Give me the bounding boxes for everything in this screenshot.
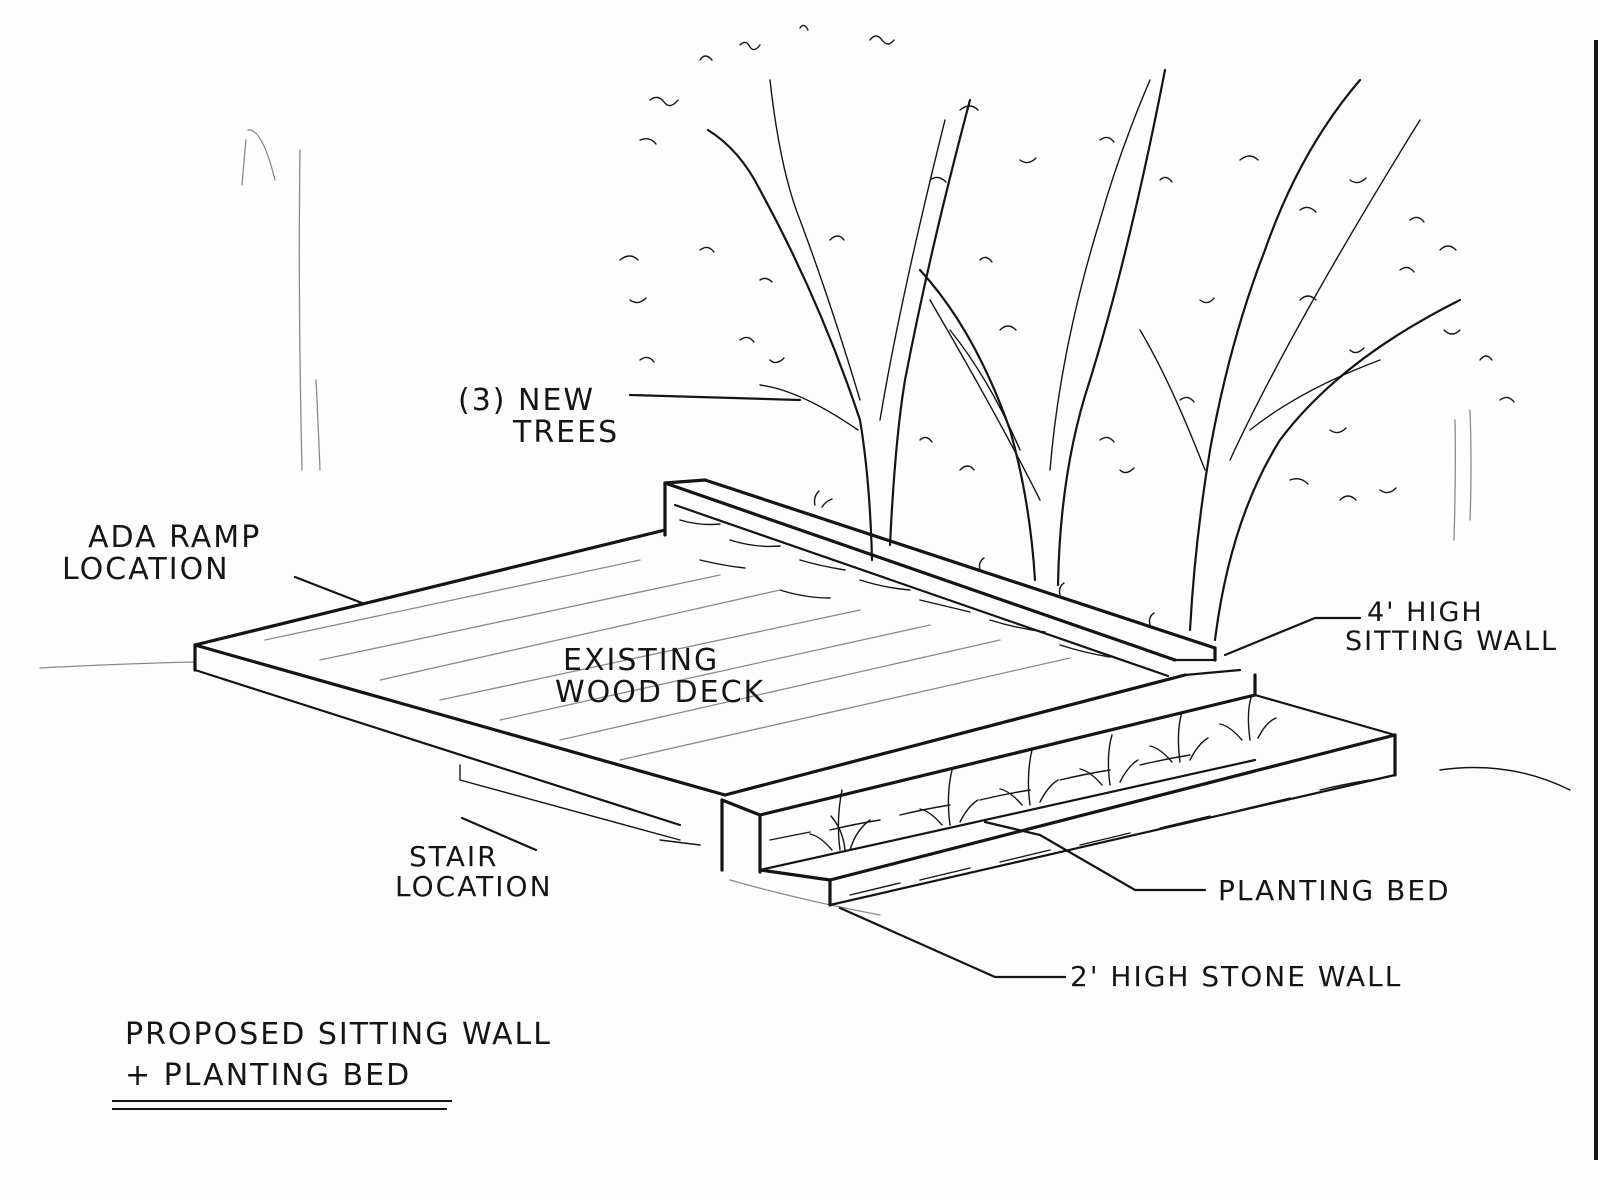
ada-ramp-label: ADA RAMP LOCATION — [62, 520, 262, 588]
stone-wall-and-planting-bed — [720, 673, 1397, 907]
leader-lines — [293, 393, 1362, 979]
title-underline-2 — [112, 1108, 447, 1110]
existing-deck-label-line2: WOOD DECK — [555, 675, 766, 711]
stair-label-line1: STAIR — [409, 840, 499, 873]
drawing-title: PROPOSED SITTING WALL + PLANTING BED — [125, 1015, 552, 1096]
existing-deck-label: EXISTING WOOD DECK — [555, 643, 766, 711]
ada-ramp-label-line2: LOCATION — [62, 552, 230, 588]
sitting-wall-label-line2: SITTING WALL — [1345, 626, 1559, 658]
sitting-wall — [663, 478, 1217, 678]
stair-label: STAIR LOCATION — [395, 840, 553, 904]
stone-wall-label: 2' HIGH STONE WALL — [1070, 960, 1403, 993]
background-tree-left — [241, 129, 321, 471]
sitting-wall-label-line1: 4' HIGH — [1367, 597, 1484, 628]
tree-trunks — [706, 68, 1472, 642]
page-edge-line — [1594, 40, 1598, 1160]
wood-deck — [193, 528, 1242, 846]
sitting-wall-label: 4' HIGH SITTING WALL — [1345, 598, 1558, 656]
ada-ramp-label-line1: ADA RAMP — [88, 520, 262, 555]
existing-deck-label-line1: EXISTING — [563, 643, 720, 678]
new-trees-label-line1: (3) NEW — [458, 383, 596, 418]
title-underline-1 — [112, 1100, 452, 1102]
drawing-title-line1: PROPOSED SITTING WALL — [125, 1017, 552, 1052]
plants — [809, 490, 1277, 851]
new-trees-label-line2: TREES — [513, 415, 620, 451]
tree-foliage — [619, 24, 1515, 501]
planting-bed-label: PLANTING BED — [1218, 874, 1451, 907]
new-trees-label: (3) NEW TREES — [458, 383, 620, 451]
drawing-title-line2: + PLANTING BED — [125, 1057, 412, 1093]
stair-label-line2: LOCATION — [395, 870, 553, 904]
ground-lines — [39, 661, 1571, 916]
